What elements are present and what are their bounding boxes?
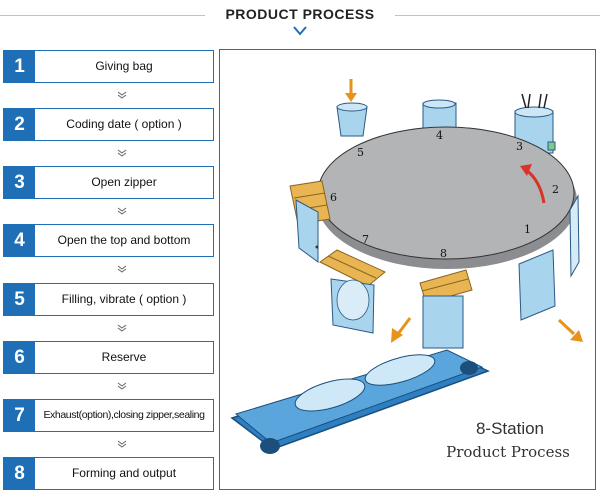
- header-divider-right: [395, 15, 600, 16]
- step-label: Forming and output: [71, 466, 177, 480]
- step-number: 4: [4, 225, 35, 256]
- step-1: 1 Giving bag: [3, 50, 214, 83]
- bag-feed-arrow-icon: [557, 318, 583, 342]
- step-number: 2: [4, 109, 35, 140]
- step-label: Coding date ( option ): [66, 117, 182, 131]
- step-number: 5: [4, 284, 35, 315]
- step-label: Open the top and bottom: [57, 233, 191, 247]
- step-3: 3 Open zipper: [3, 166, 214, 199]
- station-number: 6: [330, 191, 337, 204]
- station-7-bag: [330, 278, 375, 334]
- step-4: 4 Open the top and bottom: [3, 224, 214, 257]
- rotation-arrow-icon: [520, 164, 546, 204]
- step-number: 1: [4, 51, 35, 82]
- station-number: 1: [524, 223, 531, 236]
- step-number: 7: [4, 400, 35, 431]
- step-8: 8 Forming and output: [3, 457, 214, 490]
- station-8-bag: [422, 295, 464, 349]
- step-number: 8: [4, 458, 35, 489]
- step-5: 5 Filling, vibrate ( option ): [3, 283, 214, 316]
- station-number: 2: [552, 183, 559, 196]
- step-number: 3: [4, 167, 35, 198]
- station-number: 7: [362, 233, 369, 246]
- chevron-down-icon: [117, 324, 127, 332]
- chevron-down-icon: [293, 26, 307, 36]
- station-number: 3: [516, 140, 523, 153]
- station-number: 5: [357, 146, 364, 159]
- step-label: Exhaust(option),closing zipper,sealing: [43, 409, 205, 421]
- station-number: 4: [436, 129, 443, 142]
- diagram-caption-title: 8-Station: [475, 419, 545, 438]
- section-header: PRODUCT PROCESS: [0, 0, 600, 40]
- step-label: Filling, vibrate ( option ): [61, 292, 187, 306]
- chevron-down-icon: [117, 265, 127, 273]
- conveyor-belt: [230, 349, 490, 454]
- step-number: 6: [4, 342, 35, 373]
- station-number: 8: [440, 247, 447, 260]
- chevron-down-icon: [117, 149, 127, 157]
- station-1-bag: [518, 249, 556, 321]
- station-7-clamp: [319, 249, 386, 287]
- chevron-down-icon: [117, 440, 127, 448]
- step-2: 2 Coding date ( option ): [3, 108, 214, 141]
- station-6-bag: [295, 199, 319, 263]
- header-divider-left: [0, 15, 205, 16]
- filling-arrow-icon: [345, 79, 357, 102]
- step-7: 7 Exhaust(option),closing zipper,sealing: [3, 399, 214, 432]
- step-6: 6 Reserve: [3, 341, 214, 374]
- rotary-table: [317, 126, 577, 269]
- station-2-plate: [569, 194, 580, 278]
- diagram-caption-subtitle: Product Process: [446, 443, 570, 461]
- step-label: Open zipper: [91, 175, 157, 189]
- output-arrow-icon: [391, 317, 412, 343]
- station-5-bag: [336, 102, 368, 137]
- chevron-down-icon: [117, 207, 127, 215]
- page-title: PRODUCT PROCESS: [225, 6, 375, 22]
- chevron-down-icon: [117, 382, 127, 390]
- step-label: Reserve: [101, 350, 147, 364]
- step-label: Giving bag: [95, 59, 153, 73]
- chevron-down-icon: [117, 91, 127, 99]
